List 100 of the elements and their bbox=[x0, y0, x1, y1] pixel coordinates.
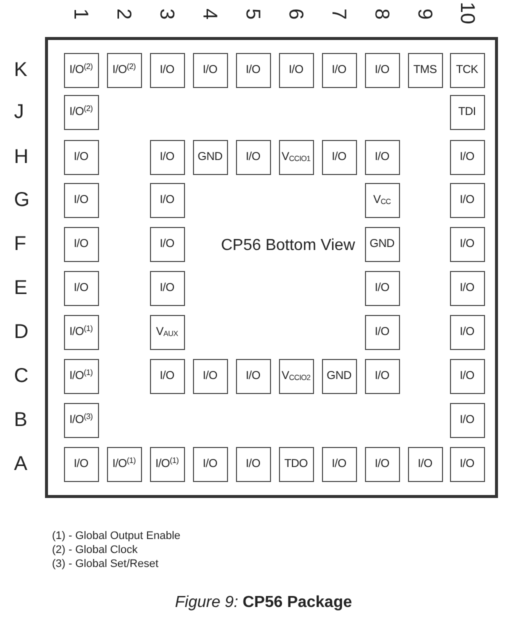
pin-pad bbox=[450, 446, 484, 482]
pin-name: I/O bbox=[72, 194, 90, 206]
pin-name: I/O bbox=[158, 370, 176, 382]
row-letter: J bbox=[14, 101, 24, 123]
column-number: 5 bbox=[242, 8, 264, 20]
pin-name: I/O bbox=[202, 64, 218, 76]
pin-pad bbox=[150, 140, 184, 174]
pin-pad bbox=[364, 52, 400, 88]
pin-name: I/O bbox=[72, 238, 90, 250]
pin-pad bbox=[192, 446, 228, 482]
pin-name: I/O$^{(2)}$ bbox=[68, 106, 94, 118]
pin-pad bbox=[450, 94, 484, 130]
pin-pad bbox=[64, 358, 98, 394]
pin-pad bbox=[450, 226, 484, 262]
row-letter: G bbox=[14, 189, 30, 211]
pin-name: I/O bbox=[458, 238, 476, 250]
pin-name: I/O bbox=[374, 370, 390, 382]
package-title: CP56 Bottom View bbox=[220, 236, 356, 256]
row-letter: K bbox=[14, 59, 28, 81]
pin-name: I/O bbox=[416, 458, 434, 470]
package-outline bbox=[45, 37, 498, 498]
pin-pad bbox=[450, 314, 484, 350]
pin-pad bbox=[450, 182, 484, 218]
pin-pad bbox=[150, 182, 184, 218]
pin-pad bbox=[192, 358, 228, 394]
pin-pad bbox=[64, 182, 98, 218]
pin-name: I/O bbox=[158, 151, 176, 163]
pin-pad bbox=[364, 446, 400, 482]
pin-name: I/O bbox=[458, 326, 476, 338]
pin-name: I/O bbox=[288, 64, 304, 76]
pin-name: I/O$^{(1)}$ bbox=[68, 370, 94, 382]
pin-pad bbox=[150, 270, 184, 306]
pin-name: V$_{CCIO1}$ bbox=[280, 151, 312, 163]
pin-pad bbox=[408, 52, 442, 88]
column-number: 1 bbox=[70, 8, 92, 20]
pin-name: TMS bbox=[412, 64, 438, 76]
pin-name: GND bbox=[196, 151, 224, 163]
pin-name: I/O bbox=[458, 414, 476, 426]
row-letter: H bbox=[14, 146, 28, 168]
footnote: (1) - Global Output Enable bbox=[52, 530, 180, 543]
pin-name: I/O bbox=[158, 64, 176, 76]
pin-pad bbox=[278, 358, 314, 394]
column-number: 7 bbox=[328, 8, 350, 20]
pin-name: I/O bbox=[458, 458, 476, 470]
pin-name: I/O bbox=[458, 194, 476, 206]
figure-caption: Figure 9: CP56 Package bbox=[175, 594, 352, 611]
column-number: 4 bbox=[198, 8, 221, 20]
pin-name: I/O bbox=[330, 458, 348, 470]
pin-pad bbox=[322, 446, 356, 482]
pin-name: I/O bbox=[374, 458, 390, 470]
pin-name: I/O$^{(2)}$ bbox=[68, 64, 94, 76]
row-letter: A bbox=[14, 453, 28, 475]
pin-name: I/O bbox=[72, 151, 90, 163]
pin-name: I/O bbox=[330, 151, 348, 163]
row-letter: E bbox=[14, 277, 28, 299]
pin-name: I/O bbox=[202, 370, 218, 382]
pin-name: I/O bbox=[374, 151, 390, 163]
pin-name: V$_{AUX}$ bbox=[155, 326, 179, 338]
pin-pad bbox=[364, 182, 400, 218]
pin-pad bbox=[64, 140, 98, 174]
pin-pad bbox=[150, 52, 184, 88]
pin-pad bbox=[236, 140, 270, 174]
pin-name: TCK bbox=[454, 64, 480, 76]
pin-name: I/O$^{(3)}$ bbox=[68, 414, 94, 426]
pin-pad bbox=[364, 226, 400, 262]
pin-pad bbox=[64, 446, 98, 482]
pin-pad bbox=[106, 52, 142, 88]
pin-pad bbox=[192, 140, 228, 174]
pin-name: I/O bbox=[158, 282, 176, 294]
column-number: 6 bbox=[284, 8, 307, 20]
pin-pad bbox=[364, 270, 400, 306]
pin-pad bbox=[106, 446, 142, 482]
pin-pad bbox=[364, 140, 400, 174]
pin-name: I/O bbox=[158, 238, 176, 250]
row-letter: F bbox=[14, 233, 26, 255]
pin-pad bbox=[450, 358, 484, 394]
pin-pad bbox=[64, 226, 98, 262]
pin-name: I/O bbox=[374, 64, 390, 76]
pin-name: I/O bbox=[244, 151, 262, 163]
pin-name: I/O bbox=[72, 458, 90, 470]
pin-pad bbox=[64, 94, 98, 130]
row-letter: D bbox=[14, 321, 28, 343]
pin-pad bbox=[408, 446, 442, 482]
column-number: 3 bbox=[156, 8, 178, 20]
pin-name: I/O$^{(2)}$ bbox=[111, 64, 137, 76]
pin-pad bbox=[192, 52, 228, 88]
pin-name: I/O bbox=[244, 64, 262, 76]
pin-name: GND bbox=[326, 370, 352, 382]
row-letter: B bbox=[14, 409, 28, 431]
pin-pad bbox=[278, 52, 314, 88]
pin-name: I/O bbox=[458, 370, 476, 382]
column-number: 9 bbox=[414, 8, 436, 20]
pin-name: I/O$^{(1)}$ bbox=[68, 326, 94, 338]
pin-pad bbox=[450, 140, 484, 174]
pin-name: I/O bbox=[458, 151, 476, 163]
pin-pad bbox=[64, 270, 98, 306]
pin-pad bbox=[322, 52, 356, 88]
pin-pad bbox=[364, 314, 400, 350]
pin-name: GND bbox=[368, 238, 396, 250]
pin-name: I/O bbox=[458, 282, 476, 294]
